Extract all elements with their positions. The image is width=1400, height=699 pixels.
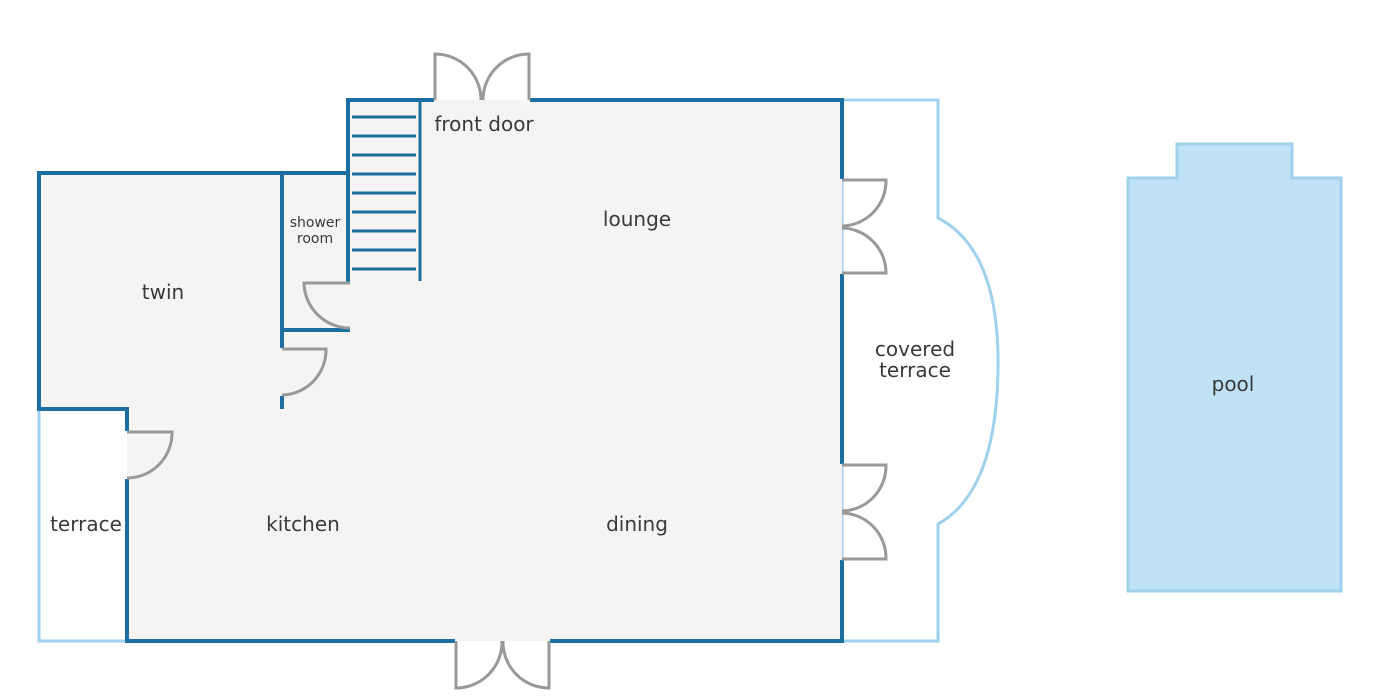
kitchen-terrace-door-swing	[126, 430, 174, 480]
lounge-label: lounge	[603, 207, 671, 231]
floor-area	[39, 100, 842, 641]
shower-room-label-line2: room	[297, 231, 333, 247]
front-door-label: front door	[434, 112, 534, 136]
dining-label: dining	[606, 512, 668, 536]
lounge-terrace-door-swing	[841, 178, 888, 275]
covered-terrace-label-line1: covered	[875, 337, 955, 361]
pool-label: pool	[1212, 372, 1255, 396]
kitchen-label: kitchen	[266, 512, 340, 536]
terrace-label: terrace	[50, 512, 122, 536]
staircase	[352, 100, 422, 281]
covered-terrace-label-line2: terrace	[879, 358, 951, 382]
shower-room-label-line1: shower	[290, 215, 341, 231]
shower-room-door-swing	[302, 281, 351, 330]
pool-shape	[1126, 142, 1343, 593]
back-door-swing	[454, 640, 551, 690]
front-door-swing	[433, 52, 531, 101]
interior-walls	[280, 173, 350, 409]
twin-label: twin	[142, 280, 184, 304]
covered-terrace-area	[840, 98, 1000, 643]
dining-terrace-door-swing	[841, 463, 888, 561]
main-exterior-wall	[37, 98, 844, 643]
twin-door-swing	[281, 347, 328, 397]
